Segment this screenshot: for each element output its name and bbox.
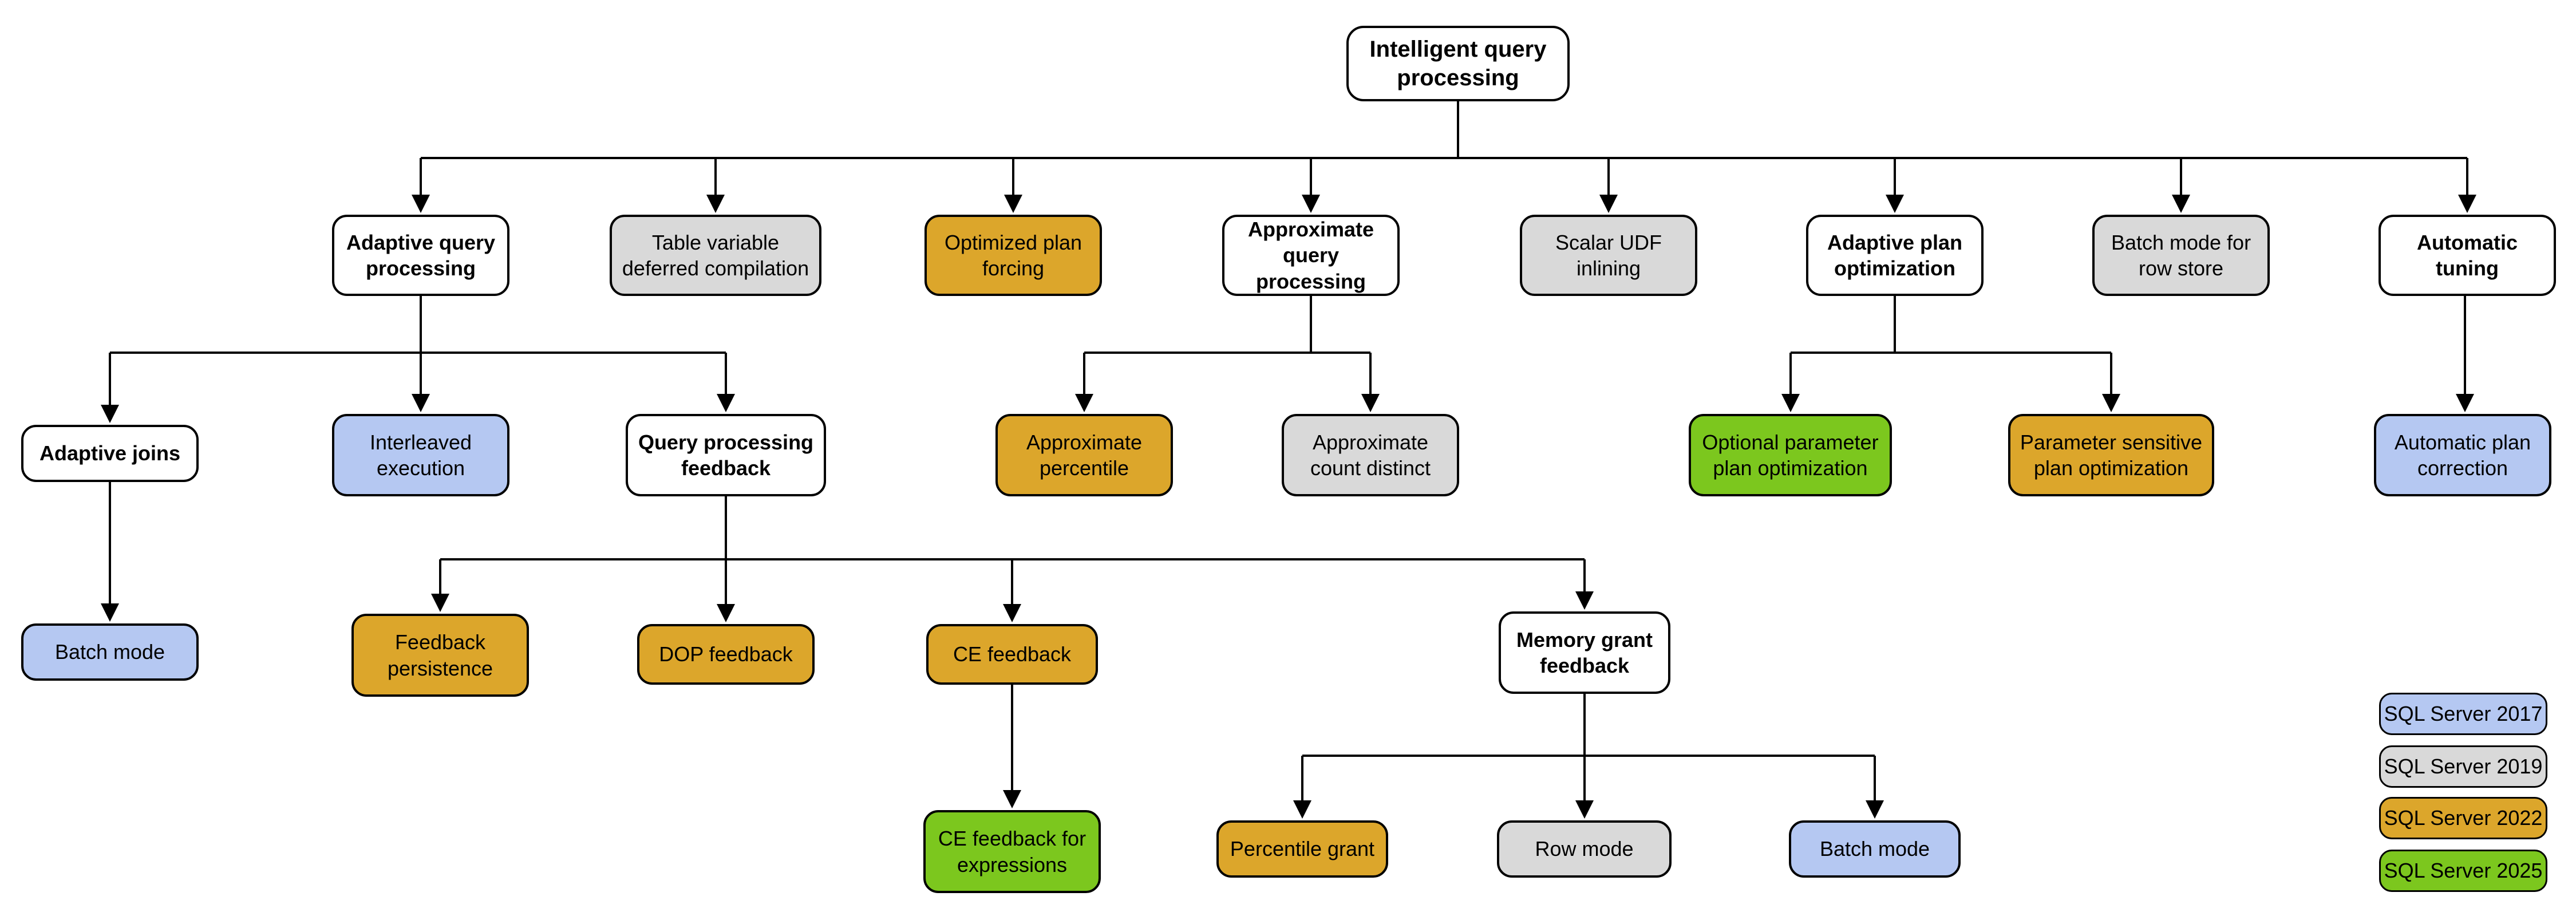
intelligent-query-processing-node: Intelligent query processing: [1346, 26, 1570, 101]
optimized-plan-forcing-node: Optimized plan forcing: [924, 215, 1102, 296]
connector-apo-bus: [1791, 296, 2111, 354]
batch-mode-for-row-store-node: Batch mode for row store: [2092, 215, 2270, 296]
dop-feedback-node: DOP feedback: [637, 624, 815, 685]
adaptive-query-processing-node: Adaptive query processing: [332, 215, 509, 296]
connector-aqp-bus: [110, 296, 726, 354]
automatic-plan-correction-node: Automatic plan correction: [2374, 414, 2551, 496]
batch-mode-memory-grant-node: Batch mode: [1789, 820, 1961, 878]
optional-parameter-plan-optimization-node: Optional parameter plan optimization: [1689, 414, 1892, 496]
legend-sql-server-2019: SQL Server 2019: [2379, 745, 2547, 788]
scalar-udf-inlining-node: Scalar UDF inlining: [1520, 215, 1697, 296]
legend-sql-server-2025: SQL Server 2025: [2379, 850, 2547, 892]
memory-grant-feedback-node: Memory grant feedback: [1499, 611, 1670, 694]
connector-approx-bus: [1084, 296, 1370, 354]
query-processing-feedback-node: Query processing feedback: [626, 414, 826, 496]
automatic-tuning-node: Automatic tuning: [2379, 215, 2556, 296]
ce-feedback-for-expressions-node: CE feedback for expressions: [923, 810, 1101, 893]
row-mode-node: Row mode: [1497, 820, 1672, 878]
approximate-percentile-node: Approximate percentile: [995, 414, 1173, 496]
parameter-sensitive-plan-optimization-node: Parameter sensitive plan optimization: [2008, 414, 2214, 496]
connector-qpf-bus: [440, 496, 1585, 560]
approximate-query-processing-node: Approximate query processing: [1222, 215, 1400, 296]
interleaved-execution-node: Interleaved execution: [332, 414, 509, 496]
approximate-count-distinct-node: Approximate count distinct: [1282, 414, 1459, 496]
percentile-grant-node: Percentile grant: [1216, 820, 1388, 878]
legend-sql-server-2017: SQL Server 2017: [2379, 693, 2547, 735]
connector-mgf-bus: [1302, 694, 1875, 757]
ce-feedback-node: CE feedback: [926, 624, 1098, 685]
adaptive-plan-optimization-node: Adaptive plan optimization: [1806, 215, 1984, 296]
table-variable-deferred-compilation-node: Table variable deferred compilation: [610, 215, 821, 296]
legend-sql-server-2022: SQL Server 2022: [2379, 797, 2547, 839]
batch-mode-adaptive-joins-node: Batch mode: [21, 623, 199, 681]
connector-root-bus: [421, 101, 2467, 159]
feedback-persistence-node: Feedback persistence: [351, 614, 529, 697]
adaptive-joins-node: Adaptive joins: [21, 425, 199, 482]
